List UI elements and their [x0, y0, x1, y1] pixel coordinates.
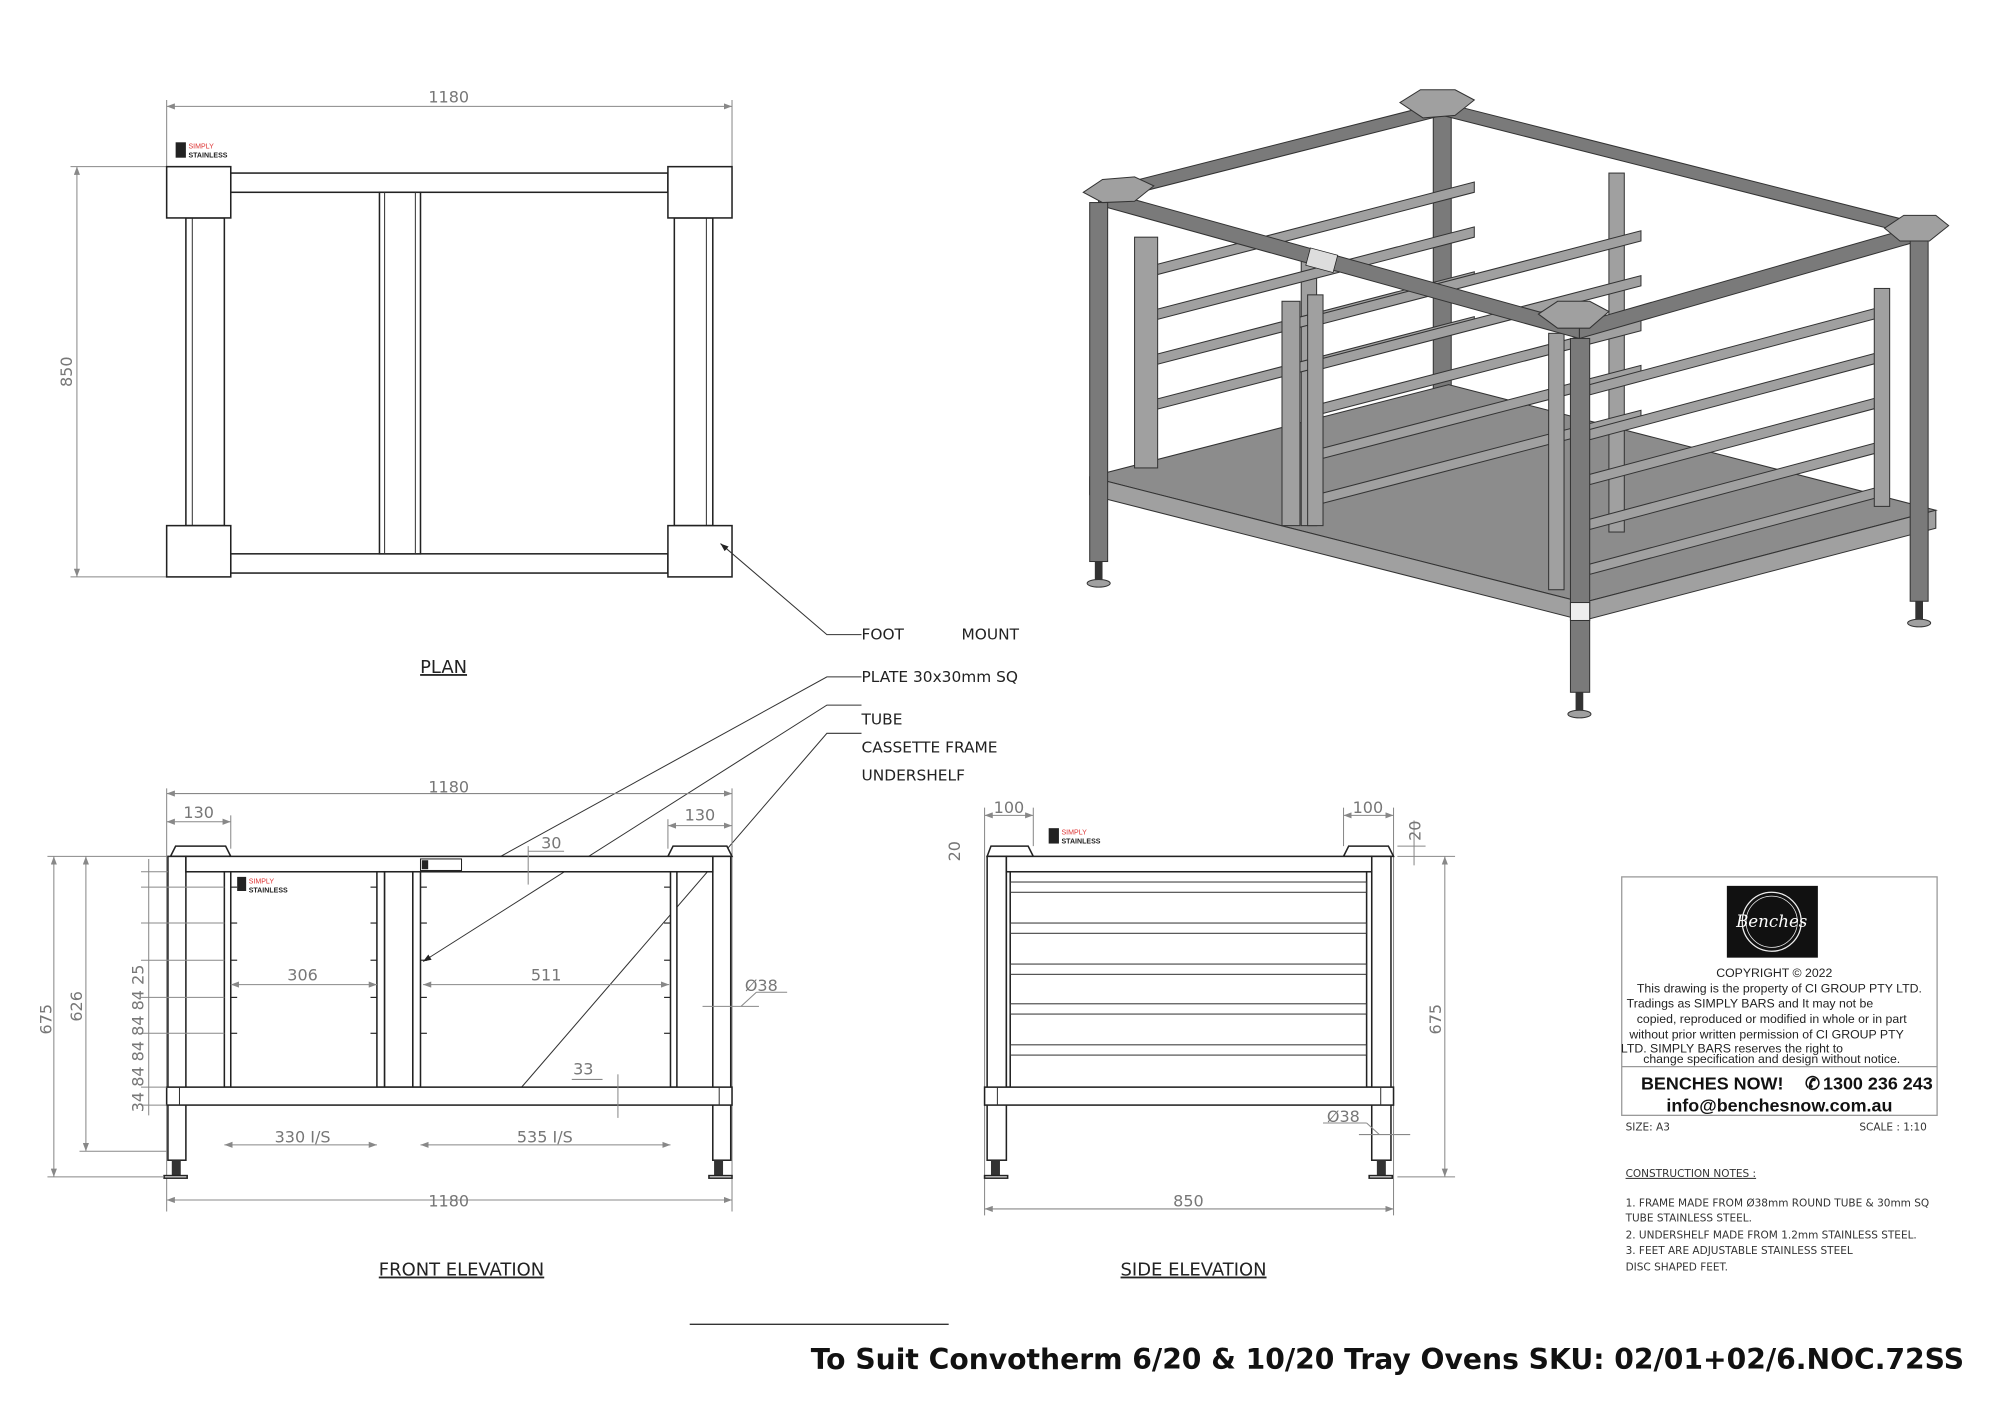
benches-now-logo: Benches	[1726, 885, 1818, 958]
side-elevation: 100 100 20 20 SIMPLY STAINLESS Ø38 675 8…	[945, 798, 1456, 1281]
side-right-20-dim: 20	[1405, 821, 1424, 841]
legal-line: copied, reproduced or modified in whole …	[1637, 1012, 1908, 1026]
front-shelf-33-dim: 33	[573, 1059, 593, 1078]
legal-line: This drawing is the property of CI GROUP…	[1637, 981, 1922, 995]
front-height-675-dim: 675	[36, 1004, 55, 1035]
plan-view: 1180 850 SIMPLY STAINLESS PLAN	[57, 88, 733, 678]
brand-logo: SIMPLY STAINLESS	[237, 876, 288, 894]
note-line: DISC SHAPED FEET.	[1626, 1261, 1728, 1273]
isometric-view	[1082, 89, 1950, 719]
product-title: To Suit Convotherm 6/20 & 10/20 Tray Ove…	[811, 1343, 1964, 1376]
copyright: COPYRIGHT © 2022	[1716, 966, 1832, 980]
svg-text:SIMPLY: SIMPLY	[188, 144, 214, 151]
plan-width-dim: 1180	[428, 88, 469, 107]
front-left-is-dim: 330 I/S	[275, 1127, 331, 1146]
callout-undershelf: UNDERSHELF	[862, 767, 965, 785]
front-right-opening-dim: 511	[531, 966, 562, 985]
side-left-20-dim: 20	[945, 841, 964, 861]
side-left-100-dim: 100	[994, 798, 1025, 817]
callout-mount: MOUNT	[962, 626, 1020, 644]
side-height-675-dim: 675	[1426, 1004, 1445, 1035]
brand-logo: SIMPLY STAINLESS	[1048, 828, 1101, 846]
callout-foot: FOOT	[862, 626, 905, 644]
front-left-130-dim: 130	[183, 803, 214, 822]
front-height-626-dim: 626	[67, 991, 86, 1022]
legal-line: without prior written permission of CI G…	[1628, 1027, 1903, 1041]
front-tube-dia-dim: Ø38	[745, 976, 778, 995]
callout-tube: TUBE	[861, 710, 903, 728]
side-width-850-dim: 850	[1173, 1191, 1204, 1210]
front-elevation: 1180 130 130 SIMPLY STAINLESS 306 511 33…	[36, 777, 788, 1281]
brand-logo: SIMPLY STAINLESS	[175, 142, 228, 160]
svg-text:SIMPLY: SIMPLY	[1061, 830, 1087, 837]
legal-line: LTD. SIMPLY BARS reserves the right to	[1621, 1042, 1843, 1056]
note-line: 2. UNDERSHELF MADE FROM 1.2mm STAINLESS …	[1626, 1229, 1917, 1241]
legal-line: change specification and design without …	[1643, 1052, 1900, 1066]
email: info@benchesnow.com.au	[1666, 1095, 1892, 1115]
callouts: FOOT MOUNT PLATE 30x30mm SQ TUBE CASSETT…	[422, 543, 1020, 1098]
side-elevation-title: SIDE ELEVATION	[1121, 1260, 1267, 1281]
front-top-width-dim: 1180	[428, 777, 469, 796]
title-block: Benches COPYRIGHT © 2022 This drawing is…	[1621, 876, 1938, 1134]
sheet-size: SIZE: A3	[1626, 1122, 1670, 1134]
construction-notes: CONSTRUCTION NOTES : 1. FRAME MADE FROM …	[1625, 1168, 1930, 1274]
side-right-100-dim: 100	[1353, 798, 1384, 817]
plan-depth-dim: 850	[57, 356, 76, 387]
note-line: 3. FEET ARE ADJUSTABLE STAINLESS STEEL	[1626, 1245, 1853, 1257]
svg-text:STAINLESS: STAINLESS	[1061, 839, 1100, 846]
front-rail-30-dim: 30	[541, 834, 561, 853]
legal-line: Tradings as SIMPLY BARS and It may not b…	[1627, 997, 1874, 1011]
notes-heading: CONSTRUCTION NOTES :	[1626, 1168, 1757, 1180]
front-left-opening-dim: 306	[287, 966, 318, 985]
side-tube-dia-dim: Ø38	[1327, 1107, 1360, 1126]
front-bottom-width-dim: 1180	[428, 1191, 469, 1210]
note-line: TUBE STAINLESS STEEL.	[1625, 1213, 1752, 1225]
note-line: 1. FRAME MADE FROM Ø38mm ROUND TUBE & 30…	[1626, 1197, 1930, 1209]
phone-icon: ✆	[1805, 1074, 1820, 1094]
front-elevation-title: FRONT ELEVATION	[379, 1260, 544, 1281]
svg-text:STAINLESS: STAINLESS	[188, 153, 227, 160]
svg-text:Benches: Benches	[1735, 912, 1807, 931]
svg-text:SIMPLY: SIMPLY	[249, 878, 275, 885]
front-runner-spacing-dims: 34 84 84 84 84 25	[129, 965, 148, 1113]
company-name: BENCHES NOW!	[1641, 1074, 1784, 1094]
phone-number: 1300 236 243	[1823, 1074, 1933, 1094]
right-cassette-runners	[1589, 307, 1879, 576]
svg-text:STAINLESS: STAINLESS	[249, 887, 288, 894]
callout-plate: PLATE 30x30mm SQ	[862, 668, 1018, 686]
sheet-scale: SCALE : 1:10	[1859, 1122, 1926, 1134]
front-right-is-dim: 535 I/S	[517, 1127, 573, 1146]
plan-title: PLAN	[420, 657, 467, 678]
callout-cassette-frame: CASSETTE FRAME	[862, 739, 998, 757]
front-right-130-dim: 130	[685, 805, 716, 824]
